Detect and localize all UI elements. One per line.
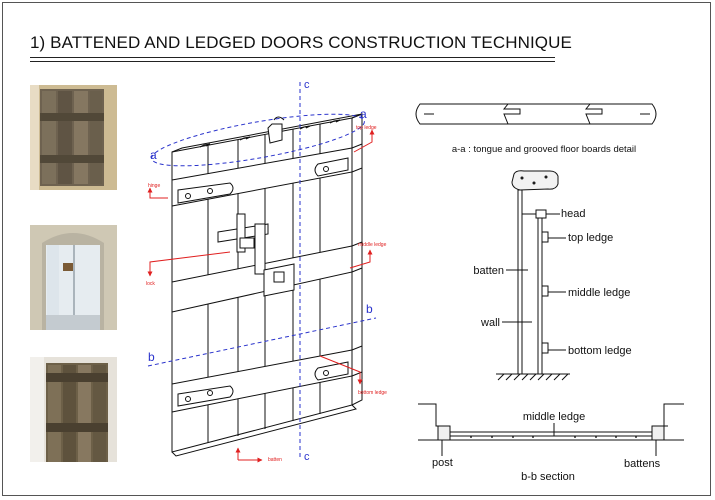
section-mark-c-top: c <box>304 79 310 91</box>
photo-weathered-ledged-door <box>30 357 117 462</box>
section-mark-a-left: a <box>150 148 157 162</box>
floorboards-detail <box>415 103 657 125</box>
section-lines <box>147 82 377 460</box>
label-post: post <box>432 457 453 469</box>
label-batten-red: batten <box>268 457 282 463</box>
label-lock-red: lock <box>146 281 155 287</box>
label-bottom-ledge-red: bottom ledge <box>358 390 387 396</box>
section-mark-a-right: a <box>360 107 367 121</box>
section-mark-c-bottom: c <box>304 451 310 463</box>
label-bottom-ledge: bottom ledge <box>568 345 632 357</box>
label-batten: batten <box>473 265 504 277</box>
label-wall: wall <box>480 317 500 329</box>
label-head: head <box>561 208 585 220</box>
label-middle-ledge: middle ledge <box>568 287 630 299</box>
section-mark-b-right: b <box>366 302 373 316</box>
drawing-sheet <box>2 2 711 496</box>
label-top-ledge: top ledge <box>568 232 613 244</box>
page-title: 1) BATTENED AND LEDGED DOORS CONSTRUCTIO… <box>30 33 572 52</box>
side-section <box>496 170 570 381</box>
photo-white-painted-door <box>30 225 117 330</box>
annotation-leaders <box>147 129 375 463</box>
label-middle-ledge-red: middle ledge <box>358 242 387 248</box>
title-underline-thin <box>30 61 555 62</box>
title-underline <box>30 57 555 58</box>
photo-old-wooden-door <box>30 85 117 190</box>
label-plan-middle-ledge: middle ledge <box>523 411 585 423</box>
plan-section-caption: b-b section <box>521 471 575 483</box>
label-battens: battens <box>624 458 661 470</box>
plan-section <box>418 403 684 456</box>
door-elevation <box>171 113 363 457</box>
label-hinge-red: hinge <box>148 183 160 189</box>
floorboards-caption: a-a : tongue and grooved floor boards de… <box>452 144 636 155</box>
section-mark-b-left: b <box>148 350 155 364</box>
label-top-ledge-red: top ledge <box>356 125 377 131</box>
